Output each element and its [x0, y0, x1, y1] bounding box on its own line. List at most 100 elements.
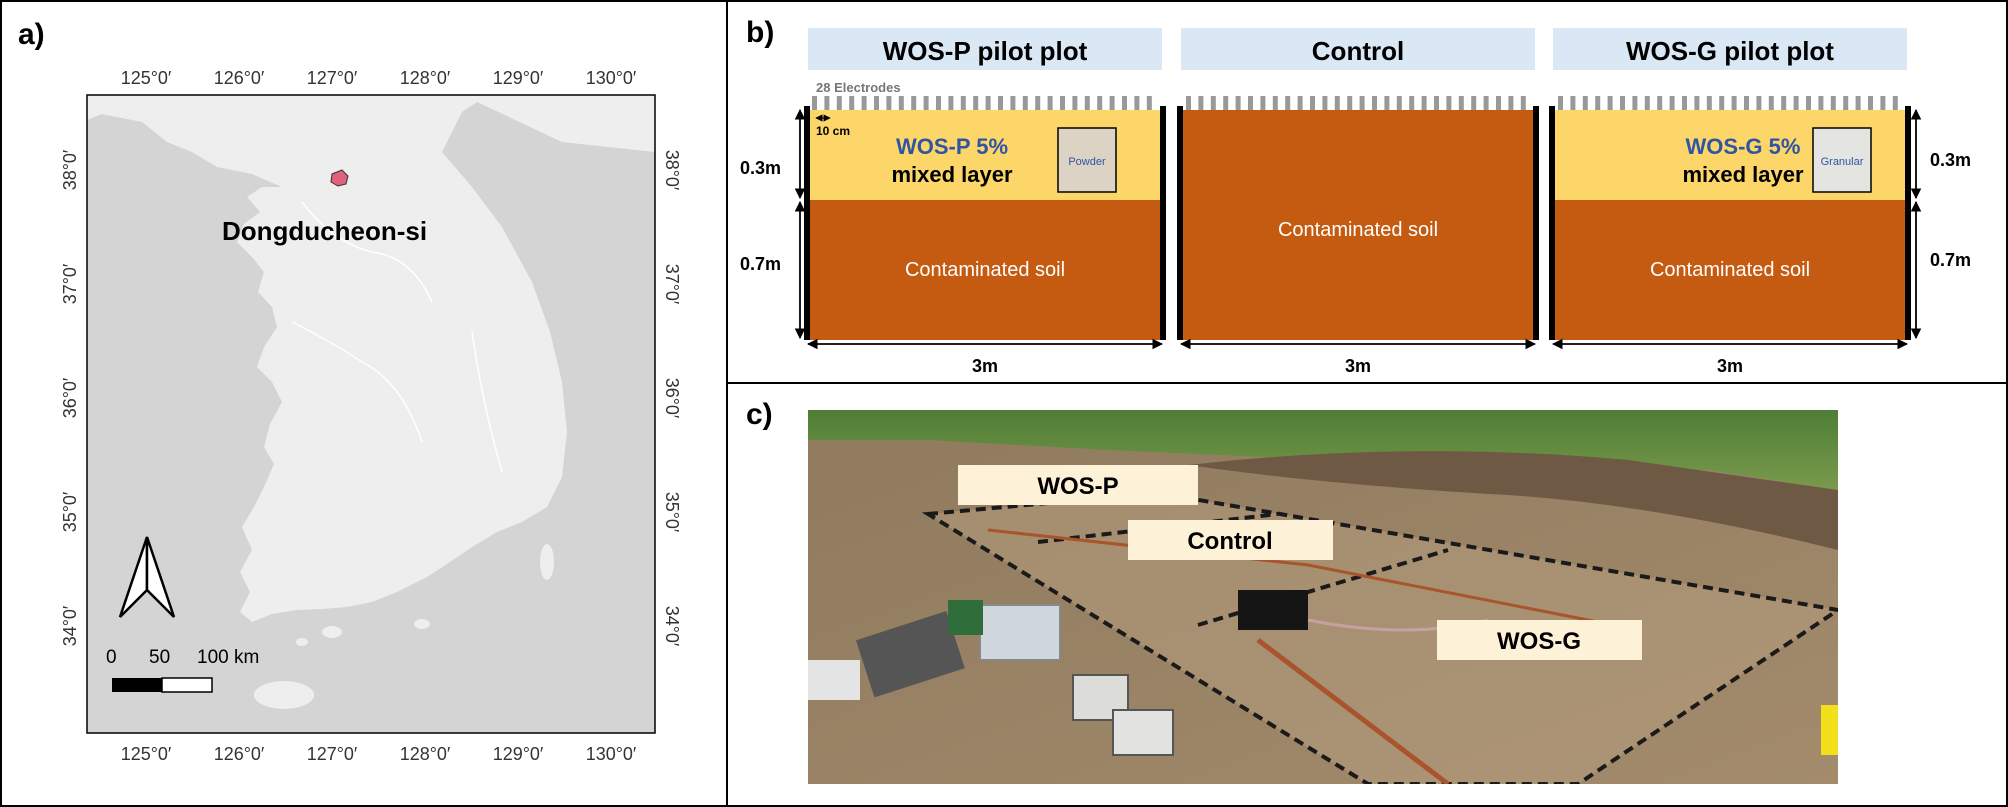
- powder-sample-image: [1057, 127, 1117, 193]
- dongducheon-region: [330, 169, 349, 187]
- title-control: Control: [1312, 36, 1404, 66]
- electrode: [1210, 96, 1216, 110]
- electrode: [1768, 96, 1774, 110]
- electrode: [1359, 96, 1365, 110]
- electrode: [1446, 96, 1452, 110]
- electrode: [1781, 96, 1787, 110]
- electrode: [1272, 96, 1278, 110]
- electrode: [1458, 96, 1464, 110]
- map-land-north: [87, 95, 655, 197]
- scale-bar: 0 50 100 km: [106, 647, 259, 693]
- electrode: [1855, 96, 1861, 110]
- photo-equipment-green: [948, 600, 983, 635]
- electrode: [1109, 96, 1115, 110]
- depth-label-top-right: 0.3m: [1930, 150, 1971, 170]
- wall: [1533, 106, 1539, 340]
- electrode: [1235, 96, 1241, 110]
- panel-c-label: c): [746, 398, 773, 431]
- map-island: [322, 626, 342, 638]
- depth-label-bottom-left: 0.7m: [740, 254, 781, 274]
- north-arrow-icon: [118, 536, 176, 618]
- lat-tick-left: 38°0′: [60, 149, 80, 190]
- map-river: [471, 331, 503, 473]
- lon-tick-top: 129°0′: [493, 68, 544, 88]
- electrode: [824, 96, 830, 110]
- panel-a-label: a): [18, 18, 45, 51]
- wos-g-layer-name: WOS-G 5%: [1686, 134, 1801, 159]
- electrode: [1719, 96, 1725, 110]
- wos-p-soil-layer: [809, 200, 1161, 340]
- scale-label-0: 0: [106, 647, 117, 668]
- control-soil-layer: [1182, 110, 1534, 340]
- depth-label-top-left: 0.3m: [740, 158, 781, 178]
- photo-equipment-device: [808, 660, 860, 700]
- lon-tick-bottom: 130°0′: [586, 744, 637, 764]
- electrode: [1084, 96, 1090, 110]
- electrode: [1146, 96, 1152, 110]
- lat-tick-left: 35°0′: [60, 491, 80, 532]
- soil-label-wos-g: Contaminated soil: [1650, 259, 1810, 281]
- soil-label-control: Contaminated soil: [1278, 219, 1438, 241]
- electrode: [1892, 96, 1898, 110]
- wos-g-soil-layer: [1554, 200, 1906, 340]
- field-photo: WOS-P Control WOS-G: [808, 410, 1838, 784]
- wos-g-layer-sub: mixed layer: [1682, 162, 1804, 187]
- electrode: [1198, 96, 1204, 110]
- electrode: [1248, 96, 1253, 110]
- electrodes-label: 28 Electrodes: [816, 80, 901, 95]
- electrode: [1396, 96, 1402, 110]
- photo-equipment-case: [1238, 590, 1308, 630]
- electrode: [1595, 96, 1601, 110]
- map-land-peninsula: [237, 152, 567, 622]
- electrode: [1409, 96, 1415, 110]
- map-jeju: [254, 681, 314, 709]
- photo-mound: [1188, 451, 1838, 550]
- electrode: [1632, 96, 1638, 110]
- powder-sample-label: Powder: [1068, 156, 1106, 168]
- lat-tick-right: 38°0′: [662, 150, 682, 191]
- scale-label-100: 100 km: [197, 647, 259, 668]
- lon-tick-bottom: 126°0′: [214, 744, 265, 764]
- lon-tick-bottom: 127°0′: [307, 744, 358, 764]
- place-label: Dongducheon-si: [222, 216, 427, 246]
- lon-tick-bottom: 128°0′: [400, 744, 451, 764]
- photo-label-box-wos-p: [958, 465, 1198, 505]
- electrode: [1434, 96, 1439, 110]
- electrode: [960, 96, 966, 110]
- electrode-array: [812, 96, 1898, 110]
- electrode: [1285, 96, 1291, 110]
- electrode: [1223, 96, 1229, 110]
- title-wos-g: WOS-G pilot plot: [1626, 36, 1834, 66]
- electrode: [1756, 96, 1762, 110]
- photo-equipment-box: [979, 604, 1061, 661]
- electrode: [1496, 96, 1501, 110]
- wos-p-layer-sub: mixed layer: [891, 162, 1013, 187]
- photo-label-control: Control: [1187, 528, 1272, 555]
- width-label: 3m: [972, 356, 998, 376]
- plot-diagram: WOS-P pilot plot Control WOS-G pilot plo…: [740, 28, 1971, 376]
- photo-label-box-control: [1128, 520, 1333, 560]
- electrode: [1843, 96, 1849, 110]
- electrode: [861, 96, 867, 110]
- photo-plot-edge: [987, 528, 1599, 624]
- electrode: [1830, 96, 1836, 110]
- lon-tick-top: 127°0′: [307, 68, 358, 88]
- spacing-label: 10 cm: [816, 124, 850, 138]
- electrode: [1508, 96, 1514, 110]
- map-island: [540, 544, 554, 580]
- electrode: [1072, 96, 1078, 110]
- lon-tick-top: 126°0′: [214, 68, 265, 88]
- electrode: [1297, 96, 1303, 110]
- electrode: [1483, 96, 1489, 110]
- electrode: [1134, 96, 1140, 110]
- electrode: [1669, 96, 1675, 110]
- electrode: [849, 96, 855, 110]
- photo-plot-area: [928, 493, 1838, 784]
- lat-tick-right: 36°0′: [662, 378, 682, 419]
- electrode: [1731, 96, 1737, 110]
- title-box-wos-g: [1553, 28, 1907, 70]
- lon-tick-top: 130°0′: [586, 68, 637, 88]
- electrode: [973, 96, 979, 110]
- electrode: [1620, 96, 1625, 110]
- electrode: [898, 96, 904, 110]
